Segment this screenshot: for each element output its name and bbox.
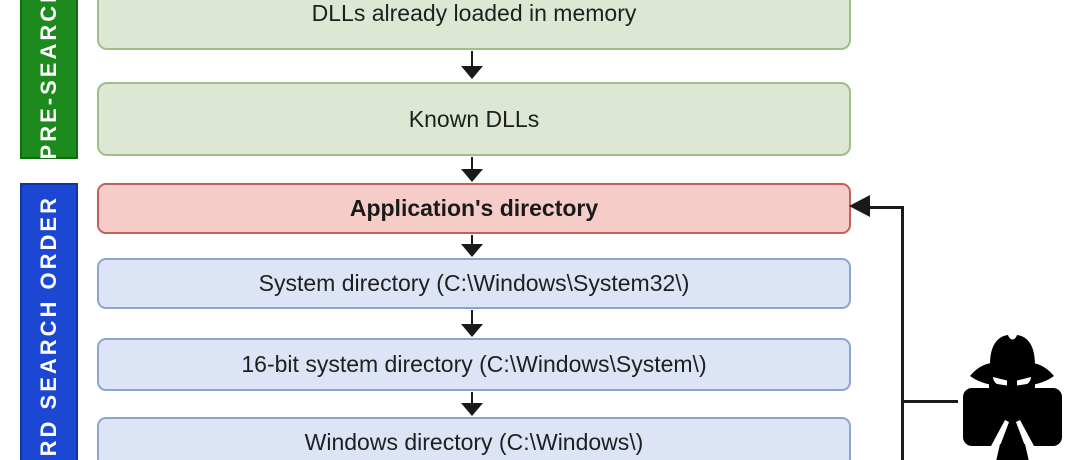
flow-box-label: Application's directory bbox=[349, 195, 599, 221]
down-arrow-icon bbox=[461, 157, 483, 182]
flow-box-label: 16-bit system directory (C:\Windows\Syst… bbox=[241, 351, 707, 377]
sidebar-standard-search-order: STANDARD SEARCH ORDER bbox=[20, 183, 78, 460]
attacker-connector-top-line bbox=[868, 206, 904, 209]
flow-box-dlls-loaded-in-memory: DLLs already loaded in memory bbox=[97, 0, 851, 50]
down-arrow-icon bbox=[461, 310, 483, 337]
attacker-connector-vertical-line bbox=[901, 206, 904, 460]
flow-box-label: DLLs already loaded in memory bbox=[311, 0, 637, 26]
standard-search-order-label: STANDARD SEARCH ORDER bbox=[36, 195, 61, 460]
flow-box-system-directory: System directory (C:\Windows\System32\) bbox=[97, 258, 851, 309]
flow-box-label: System directory (C:\Windows\System32\) bbox=[258, 270, 690, 296]
flow-box-label: Windows directory (C:\Windows\) bbox=[304, 429, 644, 455]
down-arrow-icon bbox=[461, 51, 483, 79]
sidebar-pre-search: PRE-SEARCH bbox=[20, 0, 78, 160]
attacker-connector-branch-line bbox=[901, 400, 958, 403]
flow-box-known-dlls: Known DLLs bbox=[97, 82, 851, 156]
down-arrow-icon bbox=[461, 392, 483, 416]
flow-box-applications-directory: Application's directory bbox=[97, 183, 851, 234]
flow-box-16bit-system-directory: 16-bit system directory (C:\Windows\Syst… bbox=[97, 338, 851, 391]
hacker-icon bbox=[963, 335, 1062, 460]
pre-search-label: PRE-SEARCH bbox=[36, 0, 61, 160]
down-arrow-icon bbox=[461, 235, 483, 257]
flow-box-label: Known DLLs bbox=[408, 105, 540, 132]
flow-box-windows-directory: Windows directory (C:\Windows\) bbox=[97, 417, 851, 460]
left-arrowhead-icon bbox=[849, 195, 870, 217]
